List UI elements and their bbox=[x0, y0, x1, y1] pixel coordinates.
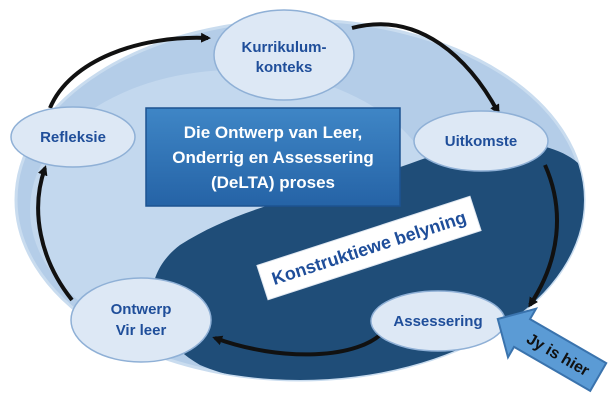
node-uitkomste: Uitkomste bbox=[413, 110, 549, 172]
title-line-3: (DeLTA) proses bbox=[211, 173, 335, 192]
title-line-2: Onderrig en Assessering bbox=[172, 148, 374, 167]
title-box: Die Ontwerp van Leer, Onderrig en Assess… bbox=[145, 107, 401, 207]
cycle-arrows bbox=[36, 22, 559, 357]
arrow-uitkomste-to-assessering bbox=[528, 164, 559, 308]
node-uitkomste-label: Uitkomste bbox=[445, 133, 518, 150]
arrow-ontwerp-to-refleksie bbox=[36, 165, 74, 302]
node-kurrikulum-konteks: Kurrikulum- konteks bbox=[213, 9, 355, 101]
arrow-kurrikulum-to-uitkomste bbox=[351, 22, 500, 115]
node-kurrikulum-line-2: konteks bbox=[256, 59, 313, 76]
node-refleksie-label: Refleksie bbox=[40, 129, 106, 146]
node-ontwerp-vir-leer: Ontwerp Vir leer bbox=[70, 277, 212, 363]
node-ontwerp-line-1: Ontwerp bbox=[111, 301, 172, 318]
node-kurrikulum-line-1: Kurrikulum- bbox=[241, 39, 326, 56]
title-line-1: Die Ontwerp van Leer, bbox=[184, 123, 363, 142]
arrow-assessering-to-ontwerp bbox=[212, 328, 387, 357]
arrow-refleksie-to-kurrikulum bbox=[48, 32, 211, 109]
node-assessering: Assessering bbox=[370, 290, 506, 352]
node-assessering-label: Assessering bbox=[393, 313, 482, 330]
node-refleksie: Refleksie bbox=[10, 106, 136, 168]
node-ontwerp-line-2: Vir leer bbox=[116, 322, 167, 339]
